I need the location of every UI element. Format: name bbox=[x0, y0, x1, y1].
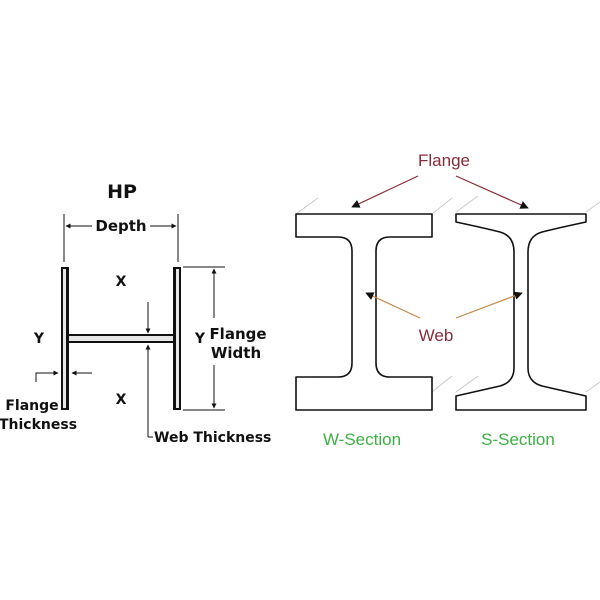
perspective-lines bbox=[295, 195, 600, 393]
flange-width-label-line2: Width bbox=[211, 344, 261, 362]
axis-x-top-label: X bbox=[116, 274, 127, 290]
depth-label: Depth bbox=[95, 217, 146, 235]
flange-thickness-label-line2: Thickness bbox=[0, 417, 77, 433]
axis-y-left-label: Y bbox=[33, 331, 45, 347]
web-arrow-w bbox=[365, 292, 421, 319]
axis-y-right-label: Y bbox=[194, 331, 206, 347]
flange-label: Flange bbox=[418, 151, 470, 170]
hp-left-flange-highlight bbox=[63, 269, 66, 408]
s-section-profile bbox=[455, 213, 587, 411]
w-section-caption: W-Section bbox=[323, 430, 401, 449]
w-s-sections: Flange Web W-Section S-Section bbox=[295, 151, 600, 449]
web-thickness-label: Web Thickness bbox=[154, 430, 271, 446]
flange-arrow-s bbox=[455, 175, 529, 209]
web-label: Web bbox=[419, 326, 454, 345]
s-section-caption: S-Section bbox=[481, 430, 555, 449]
flange-thickness-label-line1: Flange bbox=[5, 398, 58, 414]
web-arrow-s bbox=[455, 291, 523, 319]
axis-x-bottom-label: X bbox=[116, 392, 127, 408]
hp-web-highlight bbox=[69, 336, 173, 341]
hp-diagram: HP Depth X X Y Y Web Thickness Flange Wi… bbox=[0, 181, 271, 446]
flange-thickness-leader bbox=[35, 370, 59, 382]
hp-right-flange-highlight bbox=[176, 269, 179, 408]
flange-width-label-line1: Flange bbox=[209, 325, 266, 343]
hp-title: HP bbox=[107, 181, 137, 203]
flange-arrow-w bbox=[351, 175, 419, 208]
w-section-profile bbox=[295, 213, 433, 411]
